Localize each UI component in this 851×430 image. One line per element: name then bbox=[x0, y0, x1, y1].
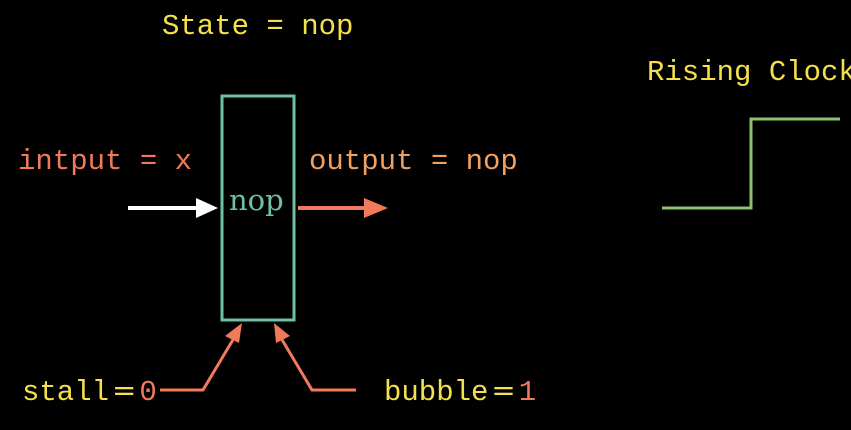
bubble-name: bubble bbox=[384, 376, 489, 409]
bubble-value: 1 bbox=[518, 376, 537, 409]
pipeline-register-box bbox=[220, 94, 296, 322]
clock-label: Rising Clock bbox=[647, 56, 851, 89]
stall-value: 0 bbox=[139, 376, 157, 409]
rising-clock-waveform bbox=[662, 117, 840, 210]
output-arrow bbox=[298, 198, 388, 218]
bubble-equals: = bbox=[491, 373, 516, 407]
state-label: State = nop bbox=[162, 10, 354, 43]
stall-arrow bbox=[160, 323, 242, 392]
stall-name: stall bbox=[22, 376, 110, 409]
stall-equals: = bbox=[112, 373, 137, 407]
input-label: intput = x bbox=[18, 145, 193, 178]
stall-signal: stall=0 bbox=[22, 373, 157, 409]
register-value: nop bbox=[229, 183, 284, 217]
output-label: output = nop bbox=[309, 145, 518, 178]
bubble-arrow bbox=[274, 323, 356, 392]
bubble-signal: bubble=1 bbox=[384, 373, 537, 409]
input-arrow bbox=[128, 198, 218, 218]
